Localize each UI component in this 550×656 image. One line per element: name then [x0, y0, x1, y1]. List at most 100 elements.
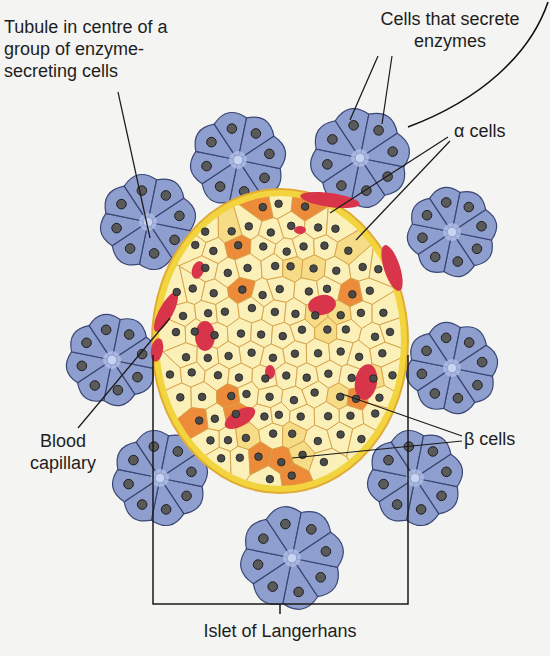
cell-nucleus — [301, 203, 309, 211]
cell-nucleus — [204, 354, 212, 362]
cell-nucleus — [172, 328, 180, 336]
cell-nucleus — [224, 269, 232, 277]
cell-nucleus — [265, 149, 275, 159]
tubule-lumen — [283, 549, 301, 567]
bracket-tick — [279, 604, 281, 614]
cell-nucleus — [298, 326, 306, 334]
leader-line — [78, 318, 170, 428]
acinus — [367, 430, 462, 525]
islet-cell — [372, 285, 430, 325]
cell-nucleus — [384, 455, 394, 465]
callout-label: Blood capillary — [8, 430, 118, 474]
acini-layer — [66, 109, 497, 610]
cell-nucleus — [314, 350, 322, 358]
cell-nucleus — [201, 264, 209, 272]
cell-nucleus — [358, 435, 366, 443]
acinar-cell — [242, 136, 285, 168]
islet-cell — [230, 446, 250, 500]
bracket — [153, 355, 408, 614]
cell-nucleus — [113, 385, 123, 395]
cell-nucleus — [386, 328, 394, 336]
cell-nucleus — [275, 200, 283, 208]
cell-nucleus — [441, 333, 451, 343]
cell-nucleus — [149, 442, 159, 452]
cell-nucleus — [217, 455, 225, 463]
cell-nucleus — [477, 357, 487, 367]
cell-nucleus — [112, 223, 122, 233]
cell-nucleus — [149, 249, 159, 259]
leader-line — [356, 141, 450, 240]
cell-nucleus — [347, 412, 355, 420]
cell-nucleus — [283, 248, 291, 256]
islet-cell — [130, 246, 187, 311]
cell-nucleus — [257, 331, 265, 339]
cell-nucleus — [337, 348, 345, 356]
cell-nucleus — [290, 396, 298, 404]
cell-nucleus — [342, 326, 350, 334]
cell-nucleus — [236, 454, 244, 462]
cell-nucleus — [453, 393, 463, 403]
cell-nucleus — [332, 267, 340, 275]
cell-nucleus — [82, 338, 92, 348]
cell-nucleus — [305, 288, 313, 296]
cell-nucleus — [380, 309, 388, 317]
cell-nucleus — [316, 573, 326, 583]
blood-capillary — [306, 293, 337, 318]
cell-nucleus — [324, 326, 332, 334]
leader-line — [330, 137, 448, 213]
tubule-lumen — [351, 149, 369, 167]
cell-nucleus — [221, 308, 229, 316]
cell-nucleus — [428, 447, 438, 457]
cell-nucleus — [225, 352, 233, 360]
cell-nucleus — [248, 304, 256, 312]
cell-nucleus — [374, 126, 384, 136]
leader-lines — [78, 2, 548, 458]
cell-nucleus — [379, 479, 389, 489]
acinus — [241, 507, 344, 610]
acinus — [66, 314, 157, 405]
cell-nucleus — [259, 203, 267, 211]
cell-nucleus — [477, 221, 487, 231]
cell-nucleus — [244, 264, 252, 272]
cell-nucleus — [282, 372, 290, 380]
tubule-centre — [234, 156, 242, 164]
acinar-cell — [296, 532, 343, 567]
tubule-centre — [108, 356, 116, 364]
islet-rim — [152, 189, 408, 493]
cell-nucleus — [224, 436, 232, 444]
cell-nucleus — [182, 353, 190, 361]
cell-nucleus — [269, 430, 277, 438]
cell-nucleus — [379, 350, 387, 358]
cell-nucleus — [473, 380, 483, 390]
cell-nucleus — [303, 374, 311, 382]
cell-nucleus — [133, 372, 143, 382]
leader-line — [382, 56, 392, 124]
cell-nucleus — [242, 434, 250, 442]
cell-nucleus — [287, 263, 295, 271]
cell-nucleus — [211, 331, 219, 339]
cell-nucleus — [191, 241, 199, 249]
cell-nucleus — [371, 333, 379, 341]
islet-cell — [232, 199, 262, 240]
cell-nucleus — [269, 354, 277, 362]
cell-nucleus — [101, 325, 111, 335]
cell-nucleus — [125, 244, 135, 254]
cell-nucleus — [271, 262, 279, 270]
cell-nucleus — [267, 229, 275, 237]
cell-nucleus — [375, 265, 383, 273]
cell-nucleus — [337, 311, 345, 319]
cell-nucleus — [259, 243, 267, 251]
cell-nucleus — [179, 312, 187, 320]
cell-nucleus — [418, 233, 428, 243]
cell-nucleus — [77, 361, 87, 371]
tubule-centre — [288, 554, 296, 562]
cell-nucleus — [441, 198, 451, 208]
cell-nucleus — [187, 467, 197, 477]
cell-nucleus — [321, 547, 331, 557]
cell-nucleus — [228, 228, 236, 236]
leader-line — [118, 92, 150, 238]
islet-cell — [130, 429, 219, 501]
cell-nucleus — [201, 228, 209, 236]
cell-nucleus — [292, 310, 300, 318]
